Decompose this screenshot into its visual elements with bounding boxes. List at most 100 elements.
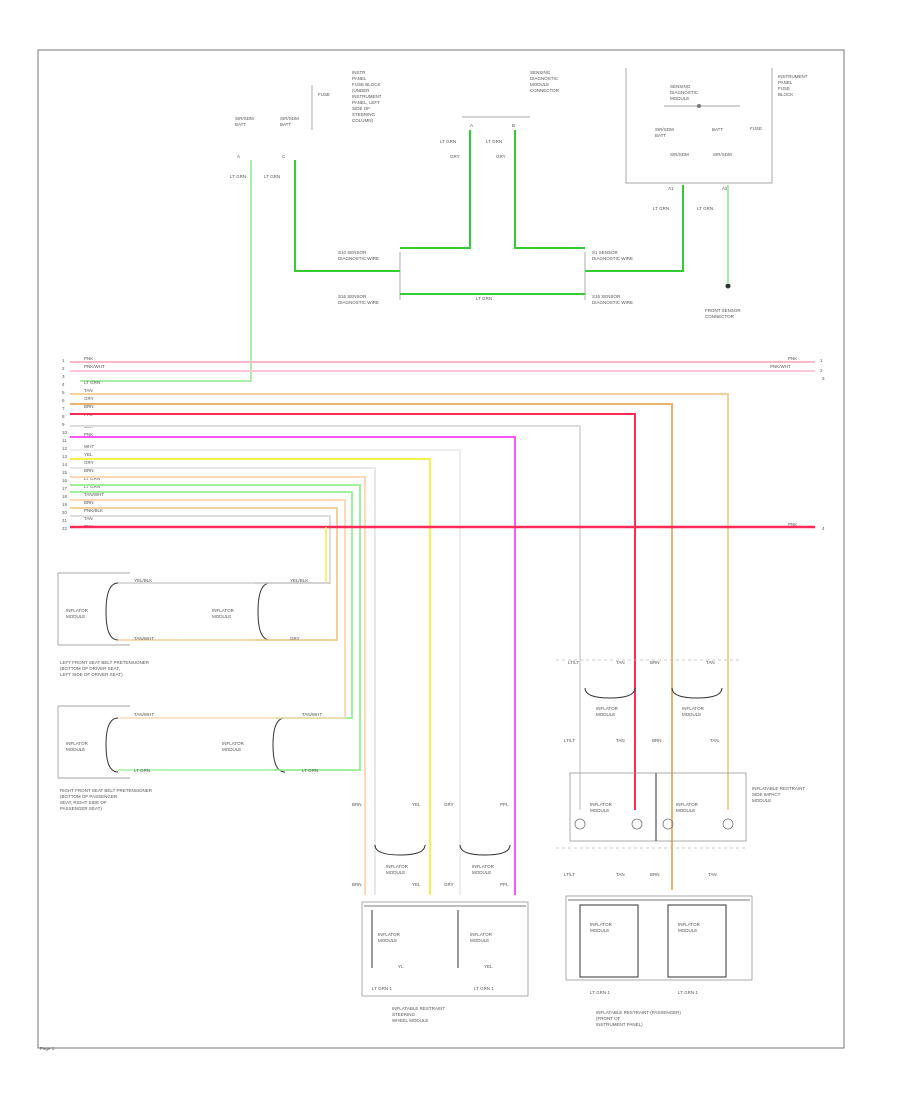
- svg-text:MODULE: MODULE: [222, 747, 241, 752]
- svg-text:GRY: GRY: [84, 460, 94, 465]
- svg-text:(UNDER: (UNDER: [352, 88, 370, 93]
- svg-text:MODULE: MODULE: [590, 808, 609, 813]
- svg-text:WHEEL MODULE: WHEEL MODULE: [392, 1018, 428, 1023]
- svg-text:INFLATOR: INFLATOR: [386, 864, 409, 869]
- svg-text:INFLATOR: INFLATOR: [682, 706, 705, 711]
- svg-text:GRY: GRY: [450, 154, 460, 159]
- svg-text:INFLATABLE RESTRAINT (PASSENGE: INFLATABLE RESTRAINT (PASSENGER): [596, 1010, 681, 1015]
- svg-text:10: 10: [62, 430, 68, 435]
- svg-text:SENSING: SENSING: [670, 84, 691, 89]
- svg-text:INFLATOR: INFLATOR: [212, 608, 235, 613]
- svg-text:4: 4: [62, 382, 65, 387]
- svg-text:PNK: PNK: [788, 522, 797, 527]
- svg-text:SIR/SDM: SIR/SDM: [280, 116, 299, 121]
- svg-text:BRN: BRN: [352, 882, 362, 887]
- svg-text:STEERING: STEERING: [352, 112, 376, 117]
- svg-text:YEL: YEL: [412, 882, 421, 887]
- svg-text:SENSING: SENSING: [530, 70, 551, 75]
- svg-text:C: C: [282, 154, 286, 159]
- svg-text:GRY: GRY: [496, 154, 506, 159]
- svg-text:22: 22: [62, 526, 68, 531]
- svg-text:YL: YL: [398, 964, 404, 969]
- svg-text:INFLATOR: INFLATOR: [596, 706, 619, 711]
- footer-code: Page 1: [40, 1046, 55, 1051]
- svg-text:PPL: PPL: [500, 882, 509, 887]
- svg-text:TAN: TAN: [710, 738, 719, 743]
- svg-text:1: 1: [62, 358, 65, 363]
- splice-connectors: S10 SENSOR DIAGNOSTIC WIRE S16 SENSOR DI…: [338, 250, 633, 305]
- svg-text:20: 20: [62, 510, 68, 515]
- svg-text:BRN: BRN: [84, 468, 94, 473]
- svg-text:YEL: YEL: [484, 964, 493, 969]
- svg-text:MODULE: MODULE: [212, 614, 231, 619]
- svg-text:14: 14: [62, 462, 68, 467]
- svg-text:LT GRN 1: LT GRN 1: [474, 986, 494, 991]
- svg-text:INFLATABLE RESTRAINT: INFLATABLE RESTRAINT: [392, 1006, 445, 1011]
- svg-text:STEERING: STEERING: [392, 1012, 416, 1017]
- svg-text:19: 19: [62, 502, 68, 507]
- top-wires: [80, 130, 729, 382]
- svg-text:INFLATOR: INFLATOR: [676, 802, 699, 807]
- svg-text:16: 16: [62, 478, 68, 483]
- svg-text:MODULE: MODULE: [530, 82, 549, 87]
- svg-text:LEFT SIDE OF DRIVER SEAT): LEFT SIDE OF DRIVER SEAT): [60, 672, 123, 677]
- svg-text:GRY: GRY: [444, 882, 454, 887]
- svg-text:2: 2: [62, 366, 65, 371]
- svg-text:TAN/WHT: TAN/WHT: [134, 636, 154, 641]
- svg-text:PNK: PNK: [84, 356, 93, 361]
- svg-text:LT GRN: LT GRN: [84, 484, 100, 489]
- svg-text:SIR/SDM: SIR/SDM: [655, 127, 674, 132]
- svg-text:BATT: BATT: [235, 122, 246, 127]
- svg-text:6: 6: [62, 398, 65, 403]
- svg-text:LT GRN: LT GRN: [84, 476, 100, 481]
- svg-text:A: A: [237, 154, 240, 159]
- svg-text:GRY: GRY: [444, 802, 454, 807]
- svg-text:DIAGNOSTIC WIRE: DIAGNOSTIC WIRE: [338, 256, 379, 261]
- svg-text:(BOTTOM OF PASSENGER: (BOTTOM OF PASSENGER: [60, 794, 118, 799]
- svg-text:INFLATOR: INFLATOR: [470, 932, 493, 937]
- svg-text:4: 4: [822, 526, 825, 531]
- svg-text:TAN/WHT: TAN/WHT: [84, 492, 104, 497]
- svg-text:TAN: TAN: [706, 660, 715, 665]
- svg-text:B: B: [512, 123, 515, 128]
- svg-text:CONNECTOR: CONNECTOR: [705, 314, 735, 319]
- svg-text:CONNECTOR: CONNECTOR: [530, 88, 560, 93]
- svg-text:SEAT, RIGHT SIDE OF: SEAT, RIGHT SIDE OF: [60, 800, 107, 805]
- svg-text:S1 SENSOR: S1 SENSOR: [592, 250, 619, 255]
- svg-text:DIAGNOSTIC: DIAGNOSTIC: [670, 90, 699, 95]
- svg-text:INFLATOR: INFLATOR: [66, 608, 89, 613]
- svg-text:3: 3: [62, 374, 65, 379]
- svg-text:12: 12: [62, 446, 68, 451]
- svg-text:TAN: TAN: [84, 516, 93, 521]
- svg-text:YEL/BLK: YEL/BLK: [290, 578, 308, 583]
- svg-text:PANEL, LEFT: PANEL, LEFT: [352, 100, 380, 105]
- svg-text:11: 11: [62, 438, 67, 443]
- svg-text:MODULE: MODULE: [596, 712, 615, 717]
- svg-text:(BOTTOM OF DRIVER SEAT,: (BOTTOM OF DRIVER SEAT,: [60, 666, 120, 671]
- svg-text:1: 1: [820, 358, 823, 363]
- svg-text:BLOCK: BLOCK: [778, 92, 793, 97]
- svg-text:21: 21: [62, 518, 68, 523]
- svg-text:GRY: GRY: [290, 636, 300, 641]
- right-front-inflator-group: TAN/WHT LT GRN TAN/WHT LT GRN INFLATOR M…: [57, 705, 360, 811]
- svg-text:LT GRN: LT GRN: [134, 768, 150, 773]
- svg-text:YEL: YEL: [412, 802, 421, 807]
- svg-text:YEL/BLK: YEL/BLK: [134, 578, 152, 583]
- svg-text:LT GRN: LT GRN: [264, 174, 280, 179]
- bottom-center-module-group: INFLATOR MODULE INFLATOR MODULE BRN YEL …: [352, 802, 529, 1023]
- svg-text:17: 17: [62, 486, 68, 491]
- svg-text:15: 15: [62, 470, 68, 475]
- svg-text:A: A: [470, 123, 473, 128]
- top-left-splice-group: SIR/SDM BATT SIR/SDM BATT FUSE INSTR PAN…: [230, 70, 382, 179]
- svg-text:A1: A1: [668, 186, 674, 191]
- svg-text:TAN: TAN: [616, 660, 625, 665]
- svg-text:LT GRN: LT GRN: [230, 174, 246, 179]
- svg-text:DIAGNOSTIC WIRE: DIAGNOSTIC WIRE: [592, 300, 633, 305]
- svg-text:MODULE: MODULE: [378, 938, 397, 943]
- svg-text:FUSE: FUSE: [318, 92, 330, 97]
- svg-text:LEFT FRONT SEAT BELT PRETENSIO: LEFT FRONT SEAT BELT PRETENSIONER: [60, 660, 150, 665]
- svg-text:SIR/SDM: SIR/SDM: [670, 152, 689, 157]
- svg-text:INSTRUMENT PANEL): INSTRUMENT PANEL): [596, 1022, 643, 1027]
- svg-text:WHT: WHT: [84, 444, 94, 449]
